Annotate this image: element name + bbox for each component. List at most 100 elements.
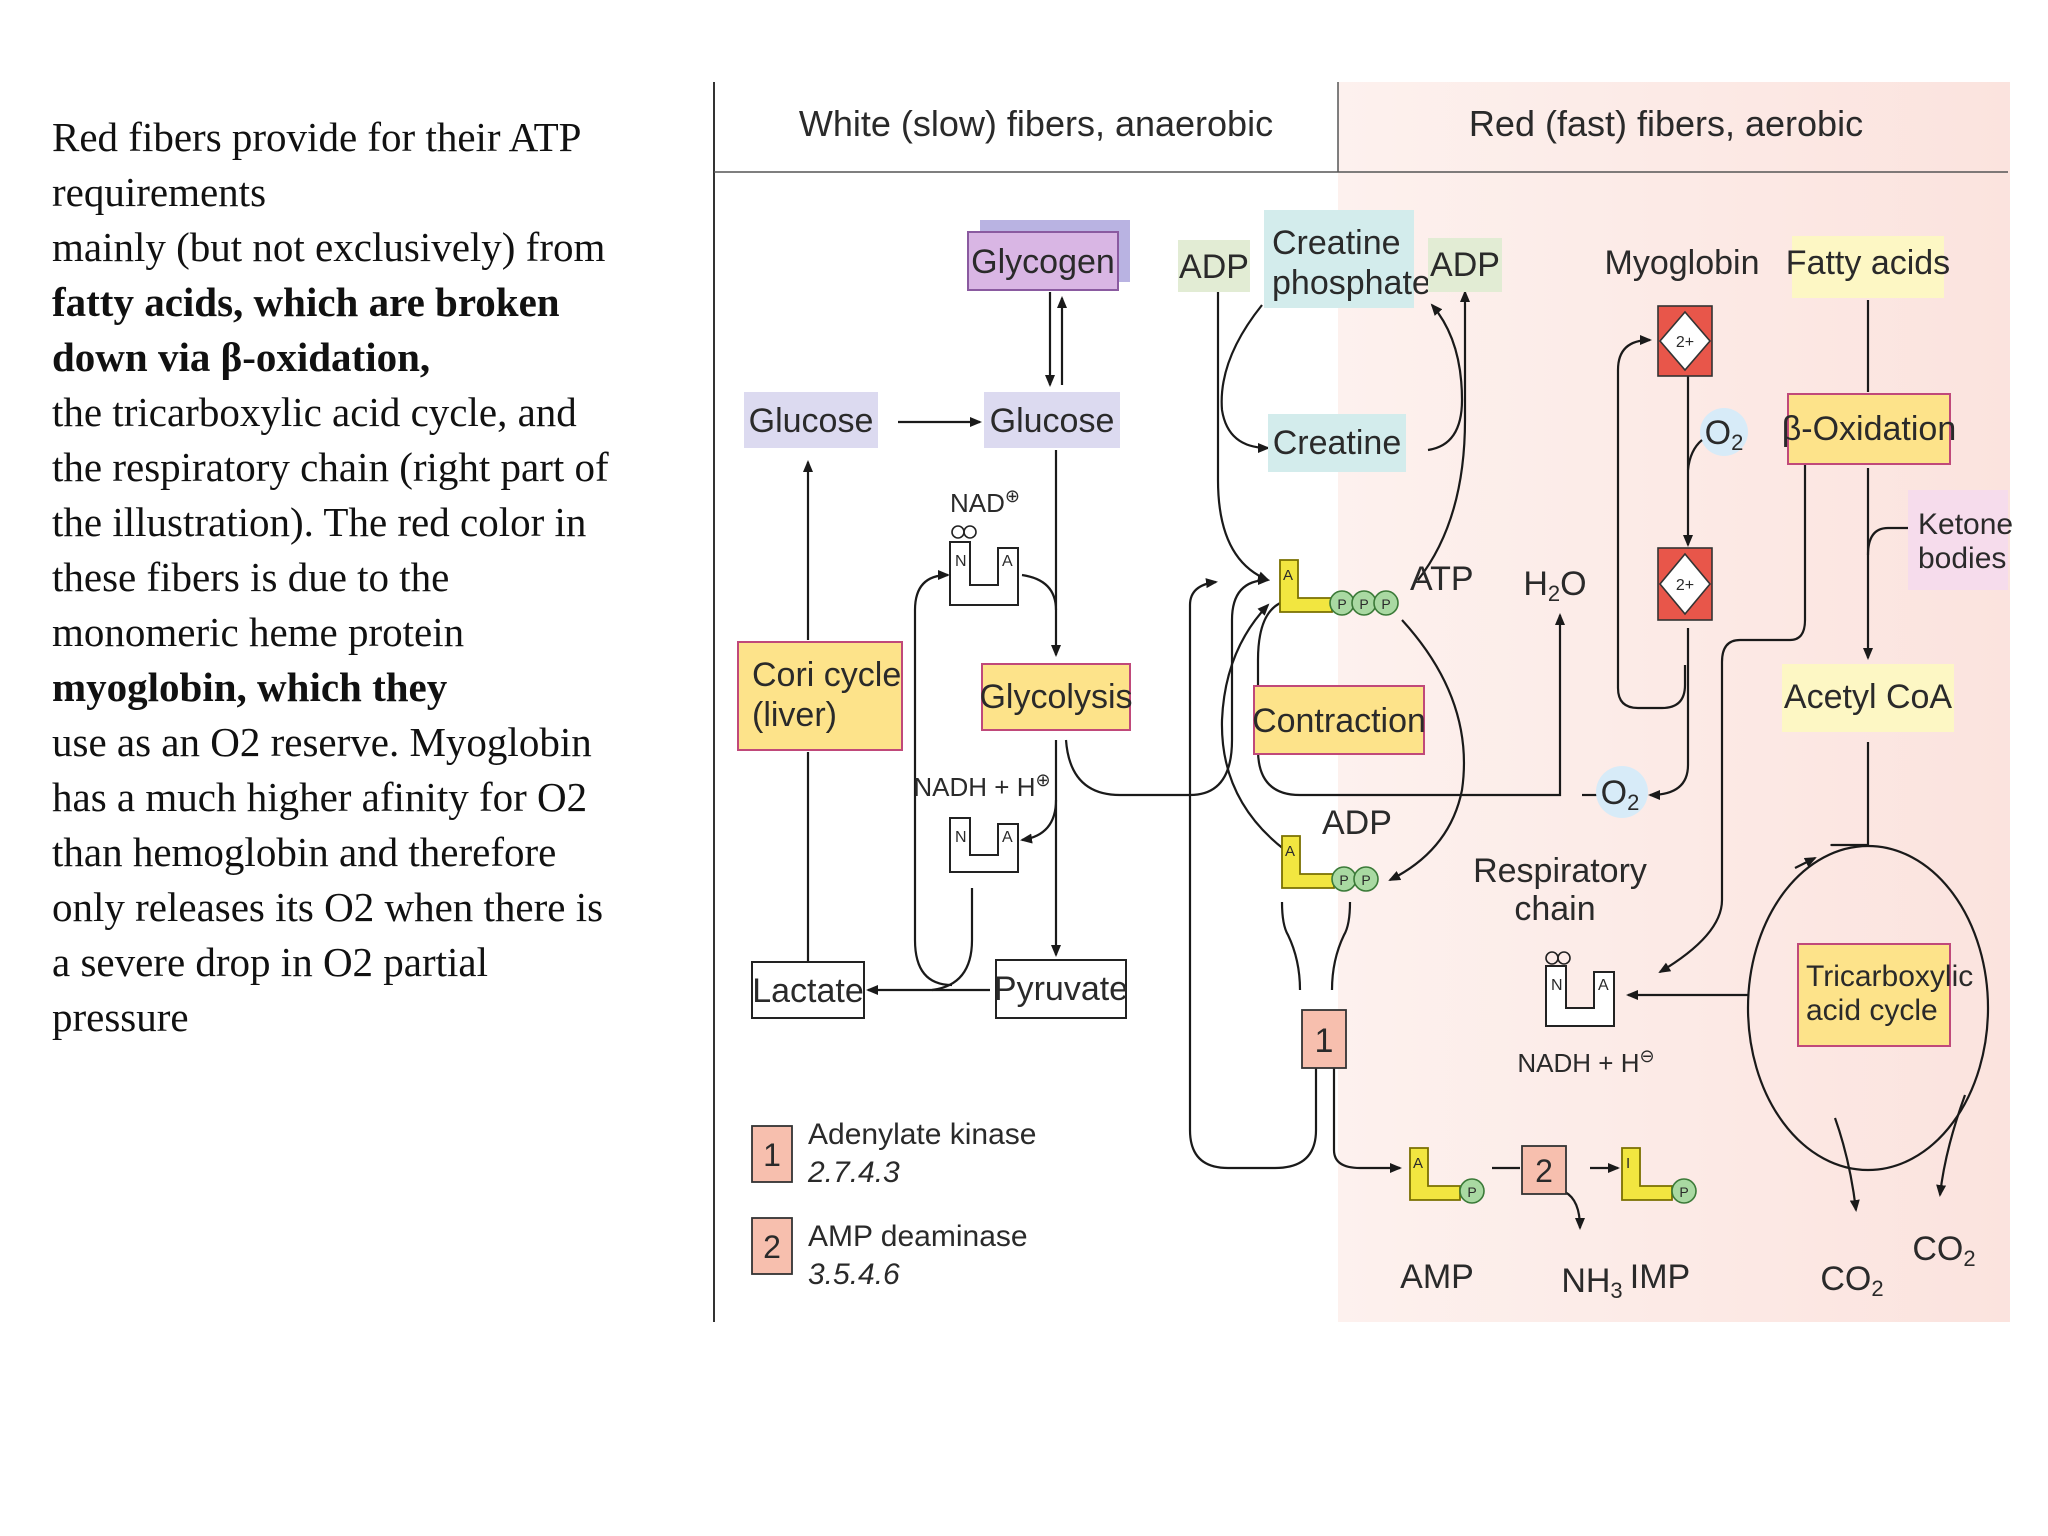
nadh-icon-1: N A: [949, 817, 1019, 873]
arrow-to-nh3: [1564, 1191, 1585, 1230]
svg-text:Creatine: Creatine: [1273, 424, 1402, 462]
node-cori-cycle: Cori cycle (liver): [737, 641, 903, 751]
description-paragraph: Red fibers provide for their ATP requirem…: [52, 110, 692, 1045]
svg-text:ADP: ADP: [1430, 246, 1500, 284]
svg-text:O2: O2: [1601, 774, 1640, 815]
arrow-to-o2: [1648, 628, 1690, 800]
node-pyruvate: Pyruvate: [994, 959, 1128, 1019]
arrow-ak-to-amp: [1332, 1068, 1402, 1173]
enzyme-1-box: 1: [1301, 1009, 1347, 1069]
node-adp-2: ADP: [1428, 238, 1502, 292]
node-contraction: Contraction: [1252, 685, 1426, 755]
svg-text:Tricarboxylic: Tricarboxylic: [1806, 960, 1973, 993]
node-o2-1: O2: [1700, 408, 1748, 456]
svg-text:acid cycle: acid cycle: [1806, 994, 1938, 1027]
node-o2-2: O2: [1596, 766, 1648, 818]
legend-2-swatch: [751, 1217, 793, 1275]
node-acetyl-coa: Acetyl CoA: [1782, 664, 1954, 732]
legend: 1 Adenylate kinase 2.7.4.3 2 AMP deamina…: [751, 1118, 1037, 1291]
svg-text:P: P: [1381, 596, 1390, 612]
label-myoglobin: Myoglobin: [1605, 244, 1760, 282]
svg-text:Glucose: Glucose: [749, 402, 874, 440]
label-co2-1: CO2: [1820, 1260, 1883, 1301]
svg-text:Glucose: Glucose: [990, 402, 1115, 440]
svg-text:(liver): (liver): [752, 696, 837, 734]
paragraph-line: the respiratory chain (right part of: [52, 444, 609, 490]
svg-text:O2: O2: [1705, 414, 1744, 455]
paragraph-line: these fibers is due to the: [52, 554, 450, 600]
paragraph-line: a severe drop in O2 partial: [52, 939, 489, 985]
label-atp: ATP: [1410, 560, 1474, 598]
svg-text:P: P: [1361, 872, 1370, 888]
label-adp-3: ADP: [1322, 804, 1392, 842]
arrow-glycolysis-to-atp: [1064, 575, 1270, 797]
node-adp-1: ADP: [1178, 240, 1250, 292]
adp-molecule-icon: A P P: [1281, 835, 1379, 892]
svg-text:A: A: [1413, 1155, 1423, 1172]
line-ketone-bodies: [1866, 526, 1908, 556]
node-fatty-acids: Fatty acids: [1786, 236, 1950, 298]
line-adp-to-ak-left: [1280, 901, 1302, 991]
legend-2-name: AMP deaminase: [808, 1220, 1028, 1253]
arrow-tca-to-co2-2: [1936, 1094, 1967, 1197]
svg-text:phosphate: phosphate: [1272, 264, 1431, 302]
svg-text:A: A: [1002, 829, 1013, 846]
svg-text:1: 1: [763, 1137, 781, 1173]
arrow-glycolysis-to-nadh: [1020, 799, 1058, 844]
svg-text:Contraction: Contraction: [1252, 702, 1426, 740]
node-lactate: Lactate: [751, 961, 865, 1019]
nad-icon-1: N A: [949, 525, 1019, 606]
node-creatine: Creatine: [1268, 414, 1406, 472]
paragraph-line: myoglobin, which they: [52, 664, 448, 710]
pathway-arrows: [803, 290, 1990, 1230]
line-adp-to-ak-right: [1330, 901, 1352, 991]
svg-text:2: 2: [763, 1229, 781, 1265]
paragraph-line: only releases its O2 when there is: [52, 884, 604, 930]
arrow-adp-to-atp-regen: [1220, 603, 1286, 851]
node-ketone-bodies: Ketone bodies: [1908, 490, 2013, 590]
nadh-icon-2: N A: [1545, 951, 1615, 1027]
svg-text:P: P: [1337, 596, 1346, 612]
line-nad-to-glycolysis: [1021, 573, 1058, 611]
svg-text:A: A: [1002, 553, 1013, 570]
svg-text:Glycolysis: Glycolysis: [979, 678, 1132, 716]
label-amp: AMP: [1400, 1258, 1474, 1296]
node-glycogen: Glycogen: [967, 220, 1130, 291]
svg-text:A: A: [1285, 843, 1295, 860]
imp-molecule-icon: I P: [1621, 1147, 1697, 1204]
arrow-creatine-phosphate-to-creatine: [1220, 304, 1270, 453]
svg-text:N: N: [955, 553, 967, 570]
arrow-tca-to-co2-1: [1833, 1117, 1860, 1212]
arrow-atp-to-adp: [1417, 290, 1470, 581]
svg-text:bodies: bodies: [1918, 542, 2006, 575]
paragraph-line: has a much higher afinity for O2: [52, 774, 588, 820]
paragraph-line: than hemoglobin and therefore: [52, 829, 557, 875]
arrow-adp-to-atp: [1216, 290, 1270, 582]
myoglobin-heme-icon-1: 2+: [1657, 305, 1713, 377]
tca-arrow-head: [1794, 857, 1817, 869]
legend-1-swatch: [751, 1125, 793, 1183]
svg-text:Fatty acids: Fatty acids: [1786, 244, 1950, 282]
node-tricarboxylic-acid-cycle: Tricarboxylic acid cycle: [1797, 943, 1973, 1047]
paragraph-line: Red fibers provide for their ATP: [52, 114, 582, 160]
paragraph-line: requirements: [52, 169, 267, 215]
line-o2-to-myoglobin: [1686, 439, 1703, 471]
atp-molecule-icon: A P P P: [1279, 559, 1399, 616]
paragraph-line: the tricarboxylic acid cycle, and: [52, 389, 577, 435]
svg-text:1: 1: [1315, 1022, 1334, 1060]
amp-molecule-icon: A P: [1409, 1147, 1485, 1204]
label-nh3: NH3: [1561, 1262, 1622, 1303]
node-glucose-1: Glucose: [744, 392, 878, 448]
svg-text:2+: 2+: [1676, 577, 1694, 594]
legend-2-ec: 3.5.4.6: [808, 1258, 900, 1291]
label-nad-plus: NAD⊕: [950, 486, 1020, 518]
label-respiratory-1: Respiratory: [1473, 852, 1647, 890]
paragraph-line: monomeric heme protein: [52, 609, 465, 655]
node-glycolysis: Glycolysis: [979, 663, 1133, 731]
svg-text:I: I: [1626, 1155, 1630, 1172]
paragraph-line: down via β-oxidation,: [52, 334, 431, 380]
svg-text:P: P: [1339, 872, 1348, 888]
label-nadh-2: NADH + H⊖: [1517, 1046, 1654, 1078]
svg-text:Ketone: Ketone: [1918, 508, 2013, 541]
svg-text:Glycogen: Glycogen: [971, 243, 1115, 281]
